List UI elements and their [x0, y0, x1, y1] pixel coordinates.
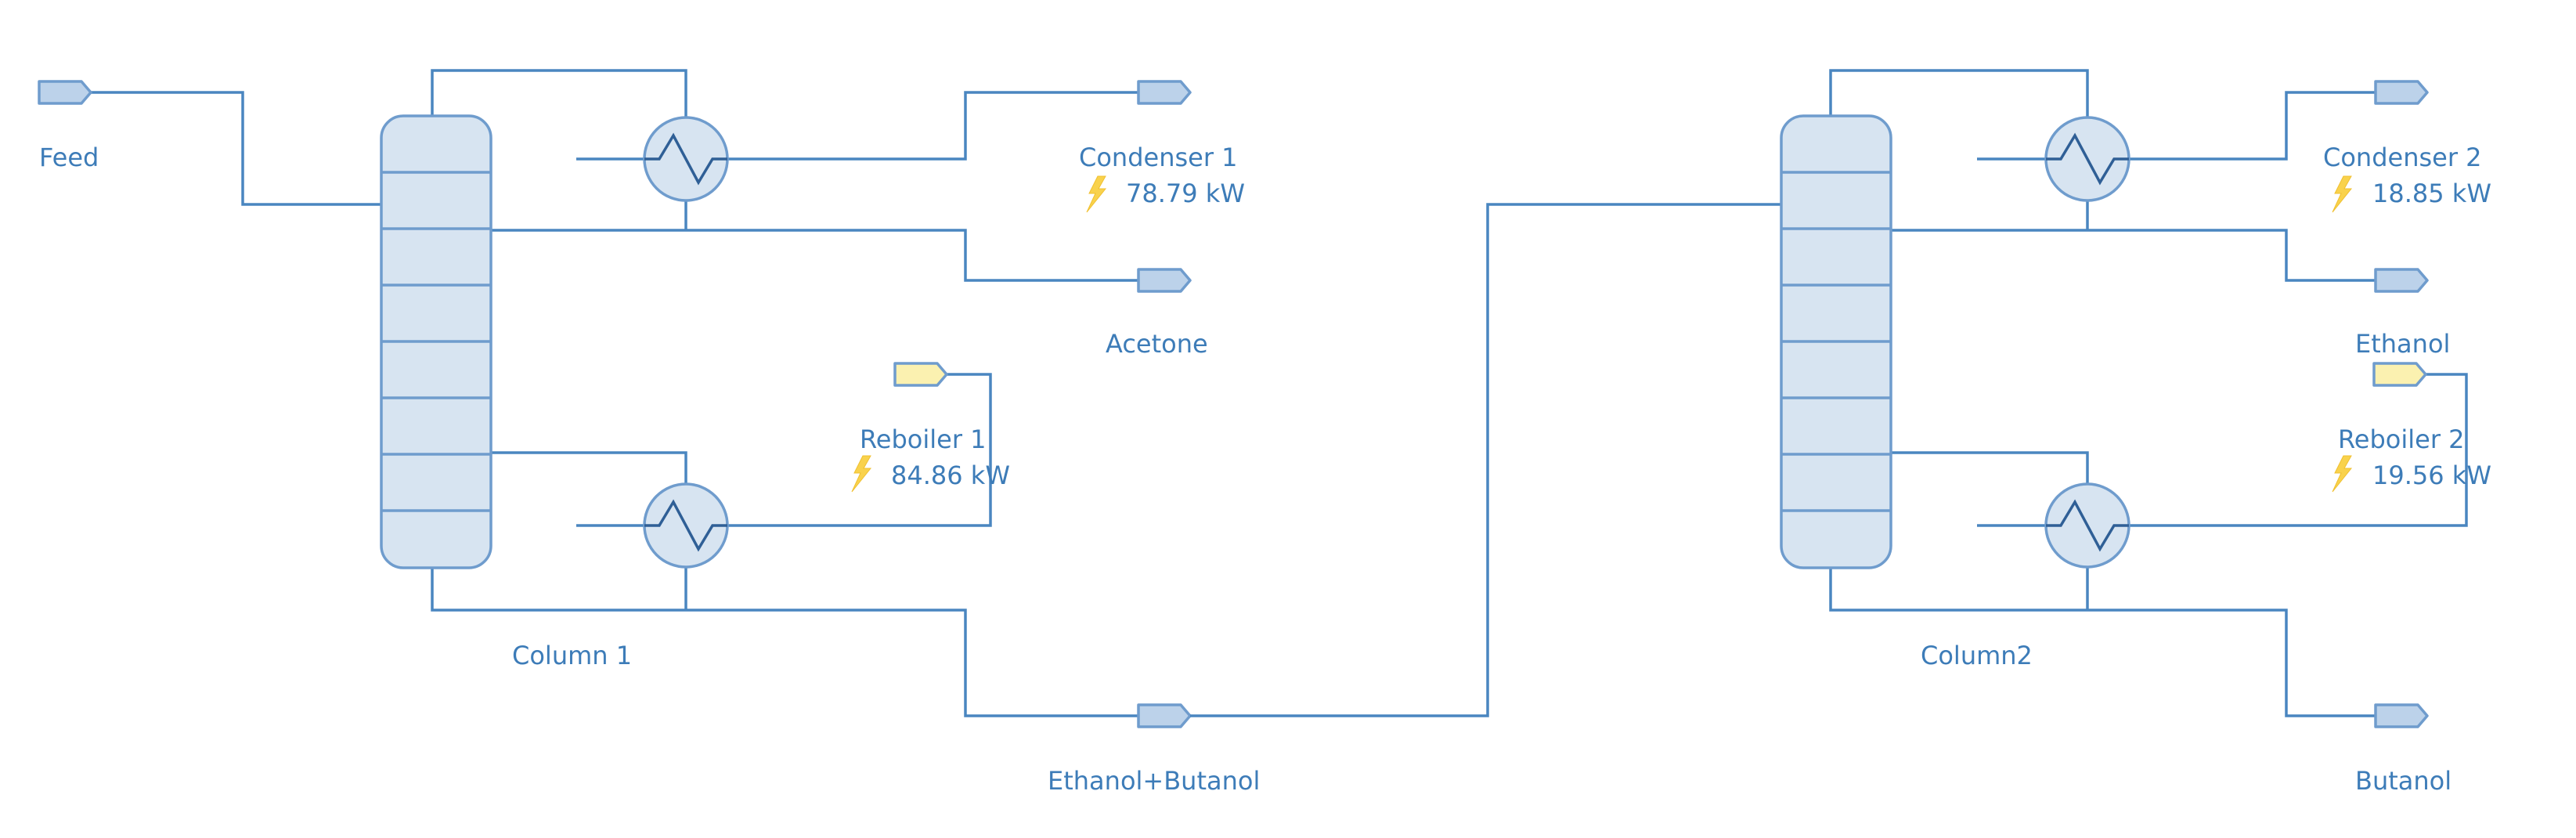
- lightning-bolt-icon: [1086, 175, 1106, 213]
- lightning-bolt-icon: [2332, 455, 2352, 493]
- condenser-1-label: Condenser 1: [1079, 143, 1238, 172]
- condenser-2-heat-exchanger-icon[interactable]: [2044, 116, 2130, 202]
- acetone-product-arrow-icon[interactable]: [1137, 268, 1192, 293]
- butanol-product-arrow-icon[interactable]: [2374, 703, 2429, 728]
- butanol-label: Butanol: [2355, 766, 2452, 796]
- reboiler-1-energy-arrow-icon[interactable]: [893, 362, 948, 387]
- condenser-1-duty: 78.79 kW: [1126, 179, 1245, 208]
- feed-stream: [38, 80, 381, 206]
- reboiler-1-duty: 84.86 kW: [891, 461, 1010, 490]
- ethanol-butanol-arrow-icon[interactable]: [1137, 703, 1192, 728]
- feed-label: Feed: [39, 143, 99, 172]
- ethanol-label: Ethanol: [2355, 329, 2450, 359]
- column-2-label: Column2: [1921, 641, 2033, 670]
- reboiler-2-energy-arrow-icon[interactable]: [2372, 362, 2427, 387]
- reboiler-2-label: Reboiler 2: [2338, 424, 2465, 454]
- acetone-label: Acetone: [1106, 329, 1208, 359]
- column-1[interactable]: [380, 114, 492, 569]
- column2-feed-stream: [1190, 203, 1781, 717]
- column1-piping: [431, 69, 1138, 717]
- condenser-2-label: Condenser 2: [2323, 143, 2482, 172]
- condenser-2-duty: 18.85 kW: [2372, 179, 2491, 208]
- condenser-1-duty-arrow-icon[interactable]: [1137, 80, 1192, 105]
- reboiler-2-heat-exchanger-icon[interactable]: [2044, 482, 2130, 569]
- ethanol-butanol-label: Ethanol+Butanol: [1048, 766, 1260, 796]
- condenser-2-duty-arrow-icon[interactable]: [2374, 80, 2429, 105]
- column-2[interactable]: [1780, 114, 1892, 569]
- ethanol-product-arrow-icon[interactable]: [2374, 268, 2429, 293]
- lightning-bolt-icon: [851, 455, 871, 493]
- feed-arrow-icon[interactable]: [38, 80, 92, 105]
- reboiler-2-duty: 19.56 kW: [2372, 461, 2491, 490]
- condenser-1-heat-exchanger-icon[interactable]: [643, 116, 729, 202]
- lightning-bolt-icon: [2332, 175, 2352, 213]
- column-1-label: Column 1: [512, 641, 632, 670]
- column2-piping: [1829, 69, 2468, 717]
- reboiler-1-label: Reboiler 1: [860, 424, 987, 454]
- reboiler-1-heat-exchanger-icon[interactable]: [643, 482, 729, 569]
